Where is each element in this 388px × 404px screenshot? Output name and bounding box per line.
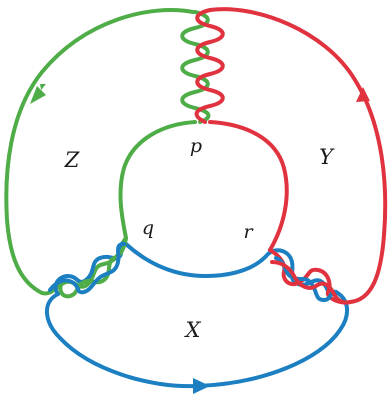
gluon-top: [180, 8, 225, 124]
label-q: q: [142, 217, 154, 239]
gluon-left-blue-strand-2: [48, 242, 126, 295]
red-outer-arc: [208, 7, 388, 304]
label-Y: Y: [319, 145, 335, 169]
blue-inner-arc: [124, 242, 270, 278]
blue-arrow-icon: [193, 378, 210, 394]
label-Z: Z: [64, 148, 80, 172]
red-arrow-icon: [356, 87, 370, 102]
gluon-top-red-strand: [194, 8, 225, 124]
gluon-right: [266, 248, 352, 305]
green-inner-arc: [118, 120, 197, 240]
gluon-right-red-strand-2: [270, 260, 352, 305]
label-X: X: [184, 318, 202, 342]
green-outer-arc: [4, 8, 195, 295]
green-arrow-icon-tip: [30, 86, 46, 104]
label-p: p: [190, 135, 202, 157]
gluon-top-green-strand: [180, 10, 211, 124]
red-inner-arc: [208, 120, 289, 252]
gluon-right-blue-strand-2: [274, 256, 338, 303]
gluon-left: [40, 236, 128, 299]
label-r: r: [243, 221, 254, 243]
